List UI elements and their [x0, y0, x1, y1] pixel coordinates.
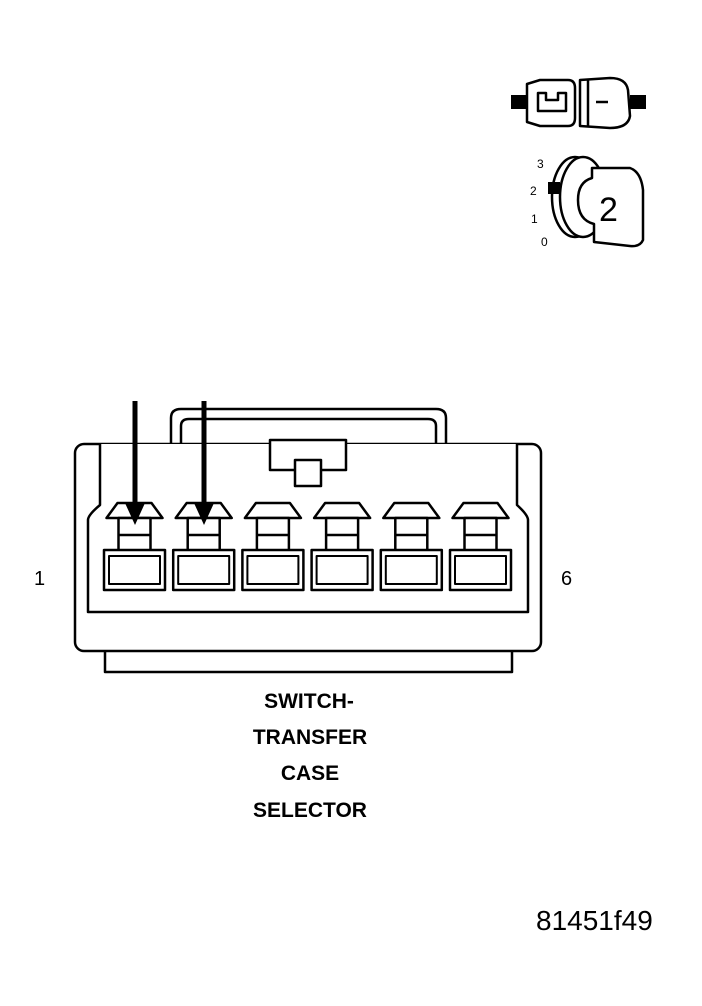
figure-id: 81451f49	[536, 905, 653, 936]
connector-icon	[511, 76, 646, 130]
connector-title-line-1: SWITCH-	[264, 690, 354, 713]
position-label-0: 0	[541, 235, 548, 249]
pin-label-first: 1	[34, 568, 45, 590]
position-label-2: 2	[530, 184, 537, 198]
connector-title-line-4: SELECTOR	[253, 799, 367, 822]
arrow-pin-1	[125, 401, 145, 525]
terminal-cavity	[310, 501, 374, 592]
key-position-icon: 3 2 1 0 2	[530, 155, 645, 249]
terminal-cavity	[102, 501, 167, 592]
connector-housing	[73, 407, 543, 674]
position-label-3: 3	[537, 157, 544, 171]
position-label-1: 1	[531, 212, 538, 226]
pin-pointer-arrows	[125, 401, 214, 525]
connector-title-line-3: CASE	[281, 762, 339, 785]
connector-title-line-2: TRANSFER	[253, 726, 367, 749]
terminal-cavity	[171, 501, 236, 592]
cavity-row	[102, 501, 513, 592]
terminal-cavity	[241, 501, 305, 592]
arrow-pin-2	[194, 401, 214, 525]
terminal-cavity	[448, 501, 513, 592]
terminal-cavity	[379, 501, 444, 592]
pin-label-last: 6	[561, 568, 572, 590]
key-value: 2	[599, 191, 618, 229]
